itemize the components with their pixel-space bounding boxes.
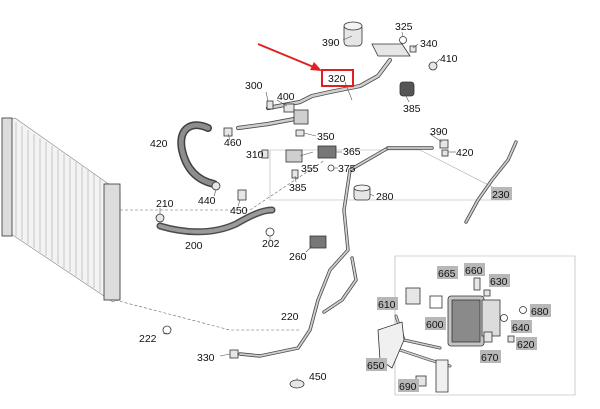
label-410: 385 [403,103,421,115]
label-385: 385 [289,182,307,194]
label-300: 300 [245,80,263,92]
label-280: 280 [376,191,394,203]
label-260: 260 [289,251,307,263]
label-200: 200 [185,240,203,252]
label-600: 600 [426,319,444,331]
label-640: 640 [512,322,530,334]
label-610: 610 [378,299,396,311]
highlight-box-320 [321,69,354,87]
label-620: 620 [517,339,535,351]
part-labels: 390 325 340 410 320 385 300 400 420 460 … [139,21,474,383]
label-355: 355 [301,163,319,175]
small-parts [155,21,527,393]
label-502: 440 [198,195,216,207]
label-310: 310 [246,149,264,161]
shaded-part-labels: 230 665 660 630 610 680 600 640 620 670 … [366,187,551,393]
label-500: 420 [150,138,168,150]
reference-lines [114,149,576,396]
label-420: 420 [456,147,474,159]
label-660: 665 [438,268,456,280]
label-375: 375 [338,163,356,175]
label-330: 340 [420,38,438,50]
label-690: 690 [399,381,417,393]
label-340: 350 [317,131,335,143]
label-450: 450 [309,371,327,383]
label-390: 390 [430,126,448,138]
label-210: 210 [156,198,174,210]
pipe-220 [238,146,390,358]
label-222: 222 [139,333,157,345]
label-650: 660 [465,265,483,277]
label-680: 680 [531,306,549,318]
label-460: 410 [440,53,458,65]
label-325: 325 [395,21,413,33]
label-665: 670 [481,352,499,364]
label-440: 390 [322,37,340,49]
label-630: 630 [490,276,508,288]
label-670: 650 [367,360,385,372]
label-220: 220 [281,311,299,323]
label-365: 365 [343,146,361,158]
label-320: 320 [328,73,346,85]
leader-lines [159,31,456,380]
label-202: 202 [262,238,280,250]
label-350: 330 [197,352,215,364]
label-510: 460 [224,137,242,149]
highlight-annotation [257,43,354,87]
label-505: 450 [230,205,248,217]
label-400: 400 [277,91,295,103]
condenser [1,117,121,303]
label-230: 230 [492,189,510,201]
